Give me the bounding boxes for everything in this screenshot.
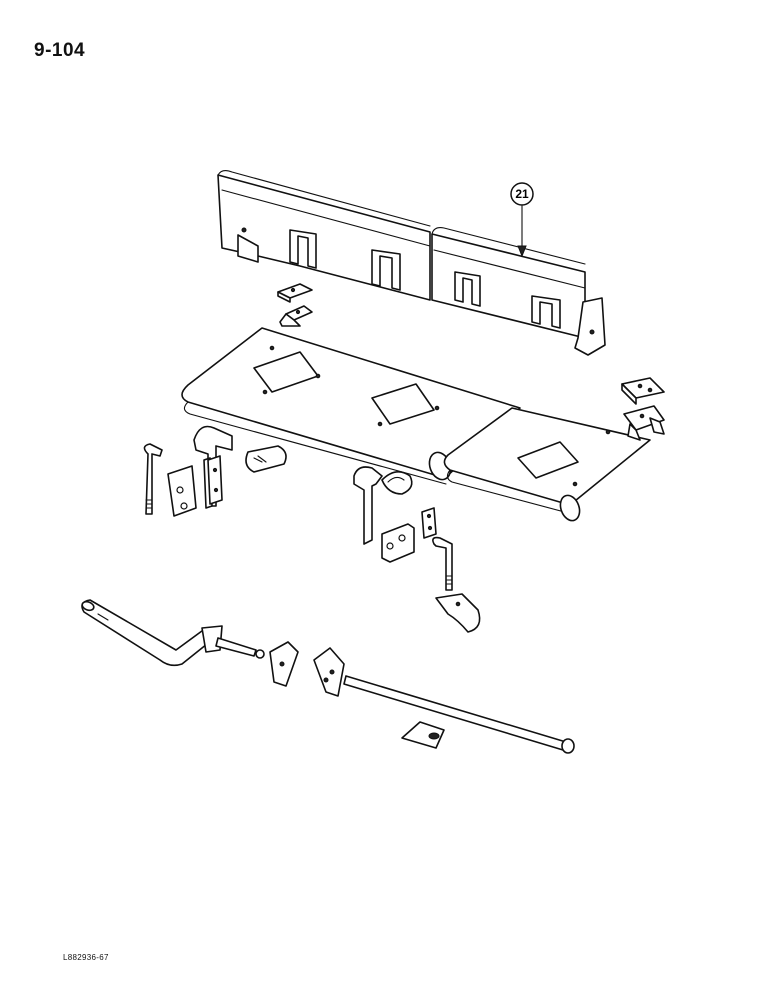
lever-pivot-rod	[215, 637, 265, 659]
hinge-bracket-upper	[621, 377, 665, 405]
pivot-bracket-left	[269, 641, 299, 687]
rubber-pad-left	[245, 445, 287, 473]
floor-panel-left	[181, 327, 521, 485]
figure-code: L882936-67	[63, 953, 109, 962]
cross-shaft	[343, 675, 575, 754]
control-lever	[81, 599, 223, 667]
callout-21: 21	[510, 182, 534, 258]
mount-plate-center	[381, 523, 415, 563]
mount-plate-left	[167, 465, 197, 517]
floor-panel-right	[443, 407, 651, 522]
pivot-bracket-right	[313, 647, 345, 697]
hinge-bracket-lower	[623, 405, 665, 441]
shield-left-section	[217, 169, 431, 301]
j-bolt-center	[432, 536, 453, 591]
callout-label: 21	[515, 187, 529, 201]
j-bolt-left	[143, 443, 163, 515]
page-number: 9-104	[34, 40, 86, 61]
shield-right-section	[431, 227, 606, 356]
shield-clip-lower	[279, 305, 313, 327]
support-bracket-center	[353, 466, 383, 545]
u-clamp	[435, 593, 481, 633]
rubber-bumper-center	[381, 471, 413, 495]
rear-shield	[217, 169, 606, 356]
shield-clip-upper	[277, 283, 313, 303]
shaft-support-block	[401, 721, 445, 749]
flat-strip-center	[421, 507, 437, 539]
flat-strip-left	[207, 455, 223, 505]
